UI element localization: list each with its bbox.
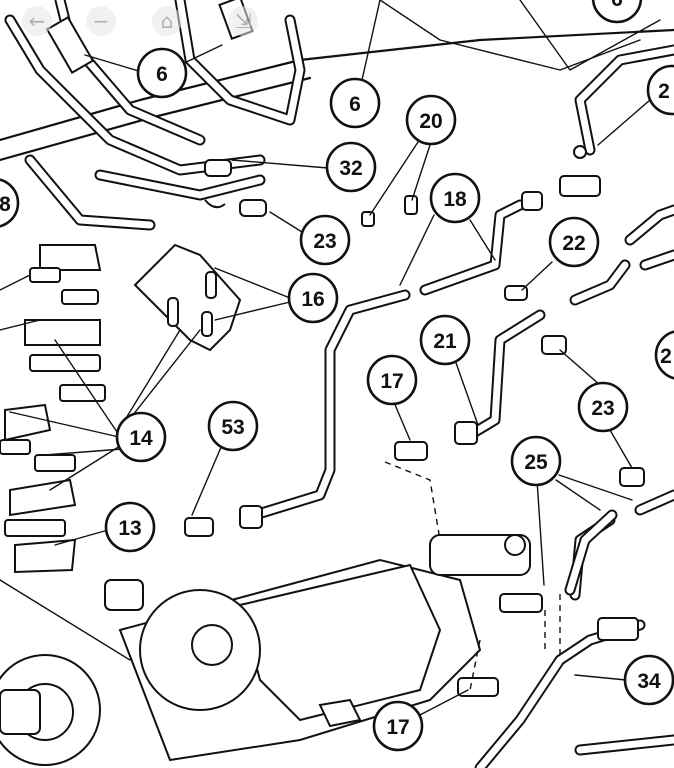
callout-21-label: 21 — [433, 330, 457, 353]
callout-13: 13 — [104, 501, 156, 553]
callout-6-middle: 6 — [329, 77, 381, 129]
callout-6-top-right-label: 6 — [611, 0, 623, 11]
callout-21: 21 — [419, 314, 471, 366]
callout-6-middle-label: 6 — [349, 93, 361, 116]
fittings — [184, 145, 645, 697]
callout-6-left: 6 — [136, 47, 188, 99]
clips-left — [0, 244, 106, 574]
callout-22-label: 22 — [562, 232, 585, 255]
callout-32-label: 32 — [339, 157, 362, 180]
callout-18-label: 18 — [443, 188, 467, 211]
injection-pump — [0, 534, 531, 766]
callout-23-lower: 23 — [577, 381, 629, 433]
home-icon[interactable]: ⌂ — [152, 6, 182, 36]
expand-icon[interactable]: ⇲ — [228, 6, 258, 36]
callout-23-upper-label: 23 — [313, 230, 336, 253]
callout-8: 8 — [0, 178, 20, 228]
callout-32: 32 — [325, 141, 377, 193]
callout-2-right: 2 — [646, 64, 674, 116]
callout-25: 25 — [510, 435, 562, 487]
back-icon[interactable]: ← — [22, 6, 52, 36]
return-lines-right — [559, 44, 674, 306]
callout-8-label: 8 — [0, 193, 11, 216]
clamps — [133, 243, 242, 352]
callout-20: 20 — [405, 94, 457, 146]
callout-2-right-label: 2 — [658, 80, 670, 103]
callout-2-lower-right: 2 — [654, 330, 674, 380]
callout-6-left-label: 6 — [156, 63, 168, 86]
callout-53-label: 53 — [221, 416, 244, 439]
callout-17-upper: 17 — [366, 354, 418, 406]
callout-23-upper: 23 — [299, 214, 351, 266]
callout-16: 16 — [287, 272, 339, 324]
leader-lines — [0, 0, 651, 717]
callout-17-upper-label: 17 — [380, 370, 403, 393]
callout-34-label: 34 — [637, 670, 661, 693]
callout-17-lower: 17 — [372, 700, 424, 752]
callout-14-label: 14 — [129, 427, 153, 450]
callout-18: 18 — [429, 172, 481, 224]
callout-22: 22 — [548, 216, 600, 268]
callout-53: 53 — [207, 400, 259, 452]
callout-16-label: 16 — [301, 288, 324, 311]
callout-13-label: 13 — [118, 517, 141, 540]
minus-icon[interactable]: − — [86, 6, 116, 36]
hose-25 — [564, 509, 618, 596]
callout-23-lower-label: 23 — [591, 397, 614, 420]
callout-20-label: 20 — [419, 110, 442, 133]
callout-17-lower-label: 17 — [386, 716, 409, 739]
callout-34: 34 — [623, 654, 674, 706]
injector-lines — [4, 0, 306, 231]
dashed-guides — [384, 461, 561, 691]
callout-6-top-right: 6 — [591, 0, 643, 24]
callout-2-lower-right-label: 2 — [660, 345, 672, 368]
callout-25-label: 25 — [524, 451, 548, 474]
callout-14: 14 — [115, 411, 167, 463]
